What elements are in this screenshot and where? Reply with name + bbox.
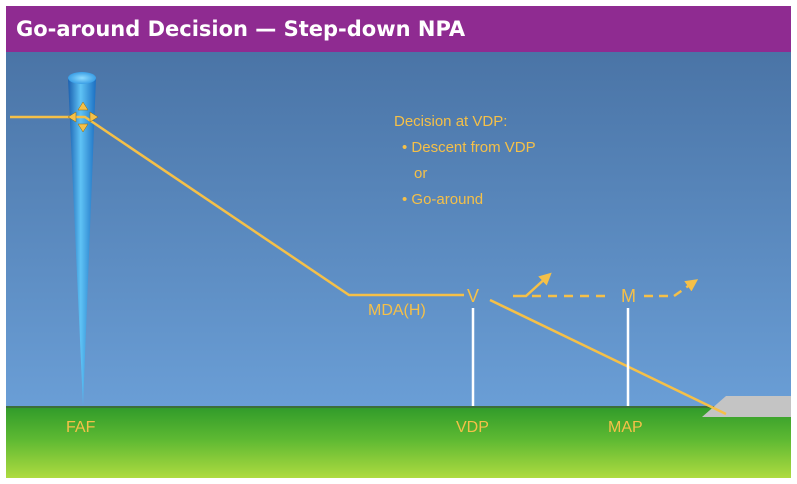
decision-option-go-around: • Go-around xyxy=(402,191,483,208)
diagram-title: Go-around Decision — Step-down NPA xyxy=(6,6,791,52)
approach-scene: MDA(H) V M Decision at VDP: • Descent fr… xyxy=(6,52,791,478)
runway xyxy=(702,396,791,417)
decision-note-heading: Decision at VDP: xyxy=(394,113,507,130)
sky xyxy=(6,52,791,406)
vdp-marker-letter: V xyxy=(467,286,479,306)
decision-option-descent: • Descent from VDP xyxy=(402,139,536,156)
vdp-ground-label: VDP xyxy=(456,419,489,436)
go-around-vdp-arrow xyxy=(513,272,552,298)
ground xyxy=(6,406,791,478)
diagram-frame: Go-around Decision — Step-down NPA xyxy=(6,6,791,478)
decision-note: Decision at VDP: • Descent from VDP or •… xyxy=(394,113,536,208)
go-around-map-arrow xyxy=(644,279,699,298)
faf-ground-label: FAF xyxy=(66,419,96,436)
descent-from-vdp-path xyxy=(489,298,727,416)
map-ground-label: MAP xyxy=(608,419,643,436)
approach-path xyxy=(10,115,464,297)
faf-fix-icon xyxy=(67,101,99,133)
decision-connector: or xyxy=(414,165,427,182)
mda-label: MDA(H) xyxy=(368,302,426,319)
map-marker-letter: M xyxy=(621,286,636,306)
faf-beacon-cone xyxy=(68,72,96,406)
